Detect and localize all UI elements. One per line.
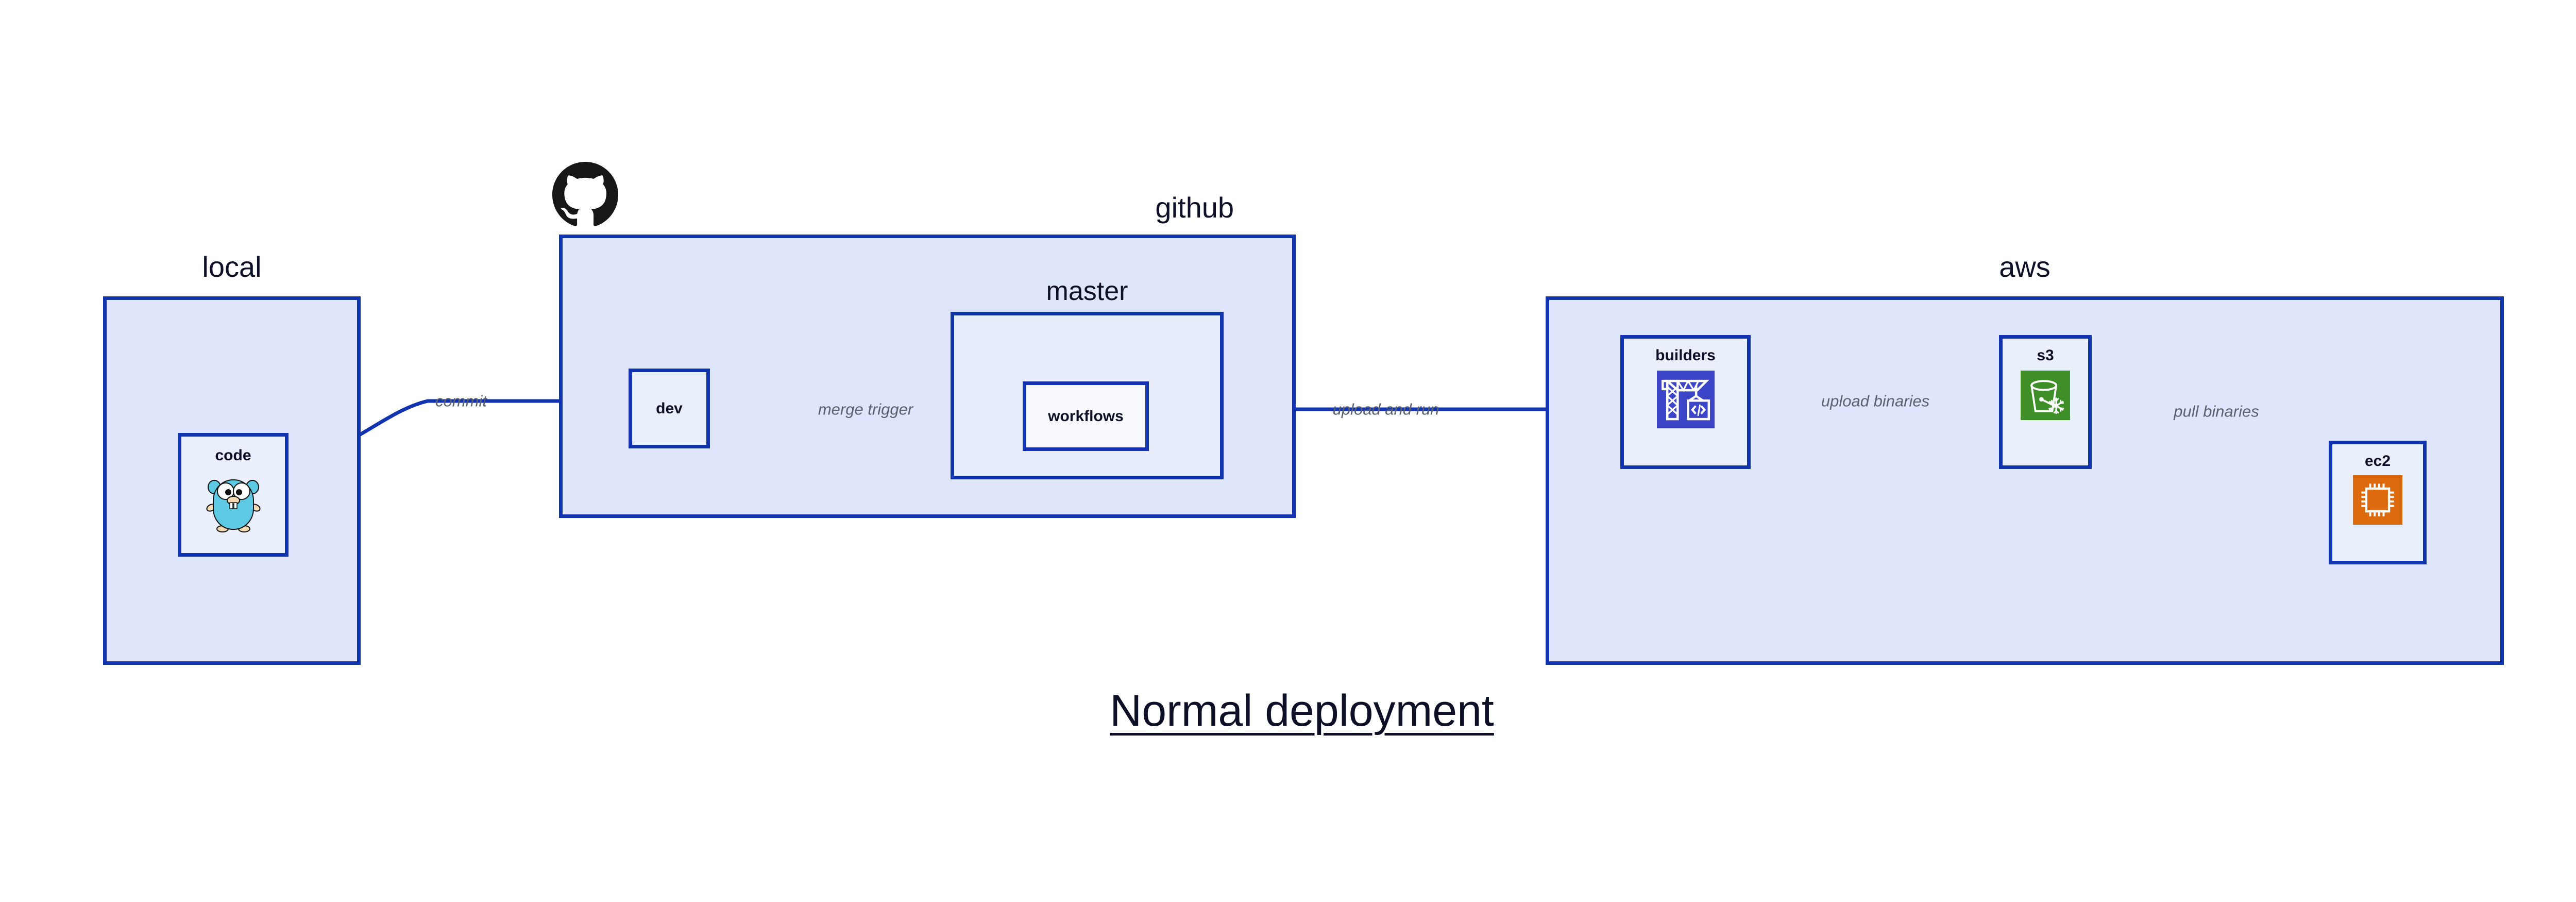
edge-label-merge-trigger: merge trigger [818, 400, 913, 419]
edge-label-commit: commit [435, 392, 487, 410]
go-gopher-icon [205, 471, 262, 532]
edge-label-upload-binaries: upload binaries [1821, 392, 1930, 410]
node-s3[interactable]: s3 [1999, 335, 2092, 469]
node-code[interactable]: code [178, 433, 289, 557]
node-workflows[interactable]: workflows [1023, 381, 1149, 451]
group-label-github: github [1155, 191, 1234, 224]
aws-ec2-chip-icon [2353, 475, 2402, 525]
node-label-workflows: workflows [1048, 407, 1124, 425]
node-ec2[interactable]: ec2 [2329, 441, 2427, 564]
group-label-master: master [1046, 276, 1128, 306]
node-label-s3: s3 [2037, 347, 2054, 364]
aws-s3-bucket-icon [2021, 371, 2070, 420]
node-builders[interactable]: builders [1620, 335, 1751, 469]
edge-label-pull-binaries: pull binaries [2174, 402, 2259, 421]
group-label-aws: aws [1999, 250, 2050, 283]
node-label-dev: dev [656, 399, 683, 417]
group-label-local: local [202, 250, 262, 283]
aws-builders-crane-icon [1656, 371, 1715, 428]
edge-label-upload-and-run: upload and run [1332, 400, 1439, 419]
node-label-builders: builders [1655, 347, 1716, 364]
node-label-ec2: ec2 [2364, 453, 2391, 470]
node-label-code: code [215, 447, 251, 464]
diagram-title: Normal deployment [1110, 686, 1494, 736]
node-dev[interactable]: dev [629, 369, 710, 448]
github-octocat-logo [552, 162, 618, 228]
